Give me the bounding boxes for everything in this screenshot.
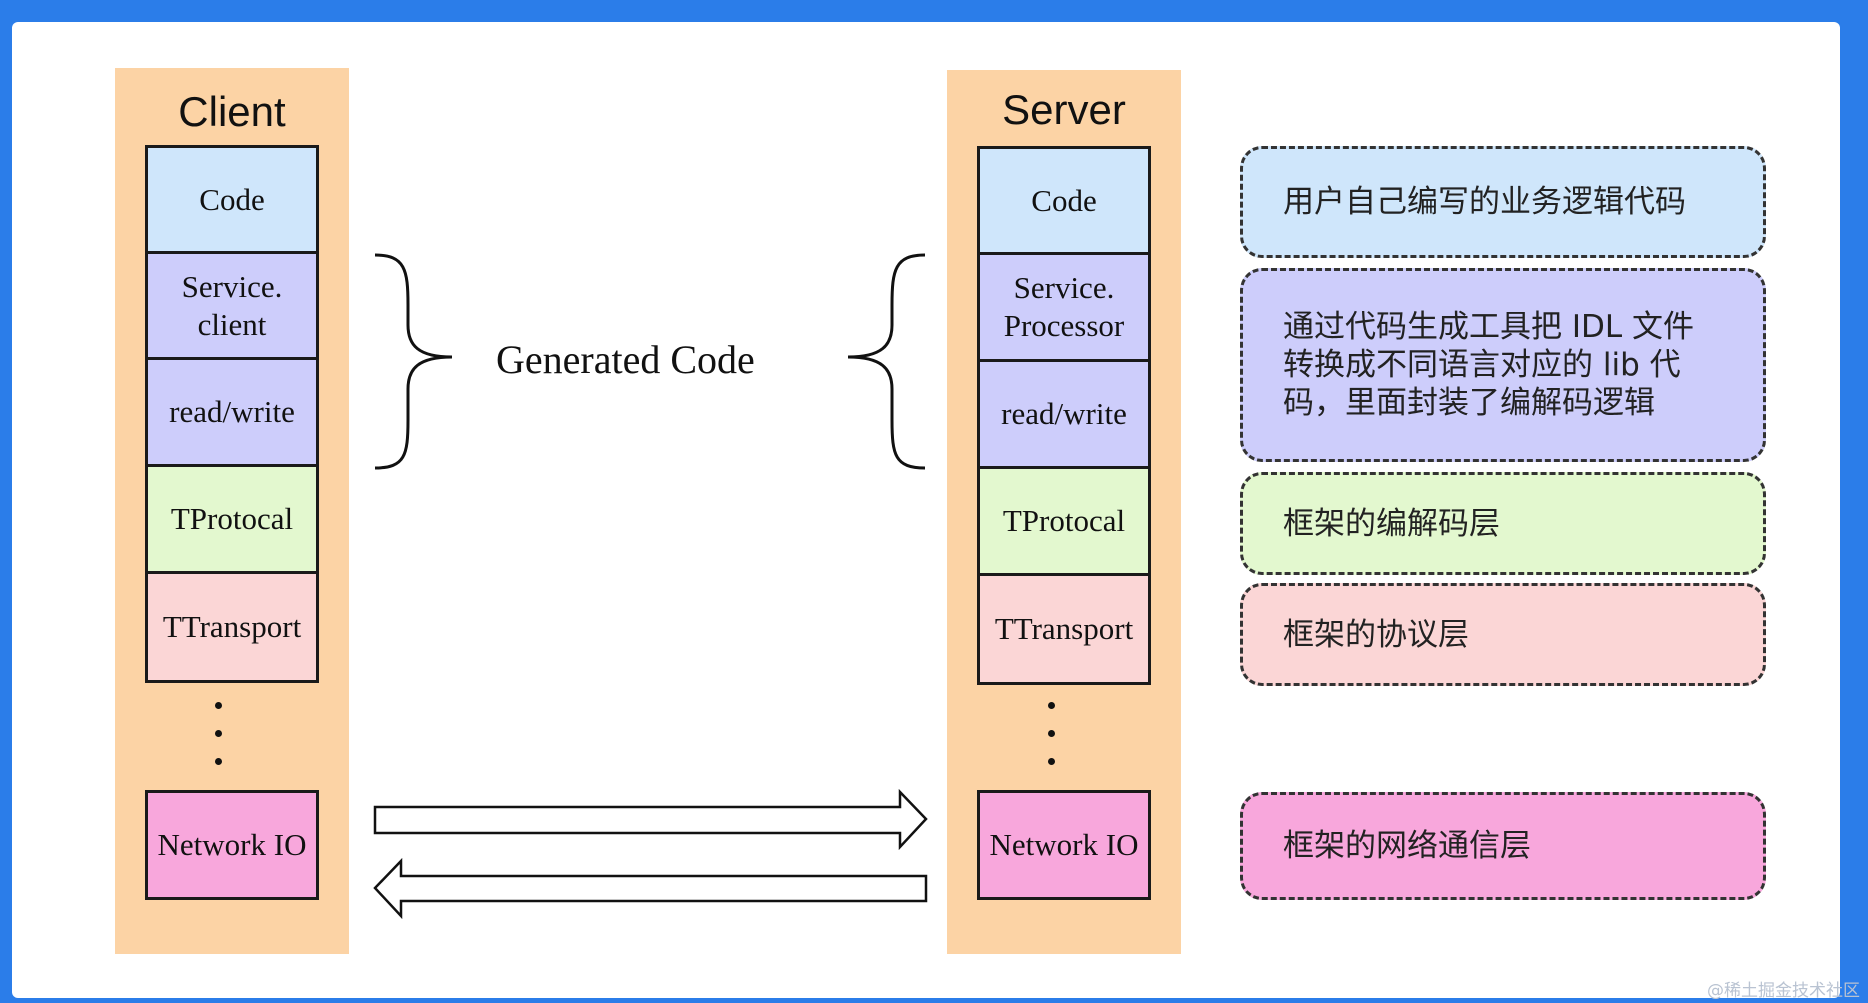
server-ttransport-layer: TTransport xyxy=(977,573,1151,685)
generated-code-label: Generated Code xyxy=(496,337,755,382)
watermark: @稀土掘金技术社区 xyxy=(1707,981,1860,1001)
note-network-layer: 框架的网络通信层 xyxy=(1240,792,1766,900)
client-networkio-layer: Network IO xyxy=(145,790,319,900)
note-codec-layer: 框架的编解码层 xyxy=(1240,472,1766,575)
response-arrow xyxy=(373,857,928,920)
note-protocol-layer: 框架的协议层 xyxy=(1240,583,1766,686)
client-ttransport-layer: TTransport xyxy=(145,571,319,683)
server-networkio-layer: Network IO xyxy=(977,790,1151,900)
note-generated-lib: 通过代码生成工具把 IDL 文件 转换成不同语言对应的 lib 代 码，里面封装… xyxy=(1240,268,1766,462)
client-ellipsis xyxy=(215,702,223,786)
right-brace xyxy=(847,253,926,470)
server-ellipsis xyxy=(1048,702,1056,786)
server-code-layer: Code xyxy=(977,146,1151,255)
server-service-layer: Service. Processor xyxy=(977,252,1151,362)
server-readwrite-layer: read/write xyxy=(977,359,1151,469)
left-brace xyxy=(374,253,453,470)
server-title: Server xyxy=(1002,86,1126,133)
client-title: Client xyxy=(178,88,286,135)
note-user-code: 用户自己编写的业务逻辑代码 xyxy=(1240,146,1766,258)
request-arrow xyxy=(373,788,928,851)
